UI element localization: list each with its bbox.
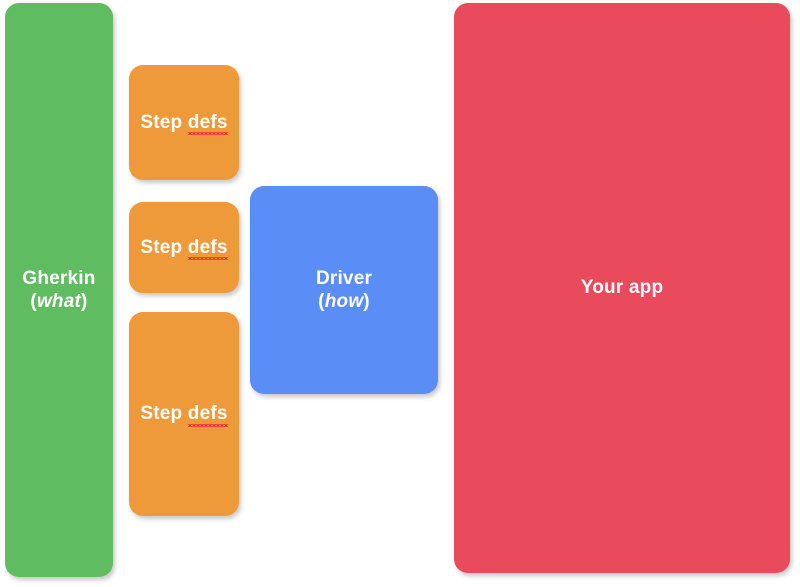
driver-title: Driver bbox=[315, 267, 373, 289]
driver-box[interactable]: Driver (how) bbox=[250, 186, 438, 394]
step-defs-prefix-1: Step bbox=[140, 111, 188, 133]
gherkin-box[interactable]: Gherkin (what) bbox=[5, 3, 113, 577]
driver-label: Driver (how) bbox=[310, 267, 378, 313]
gherkin-label: Gherkin (what) bbox=[16, 267, 101, 313]
step-defs-box-3[interactable]: Step defs bbox=[129, 312, 239, 516]
step-defs-misspelled-word-1: defs bbox=[187, 111, 228, 136]
step-defs-label-1: Step defs bbox=[134, 111, 233, 136]
gherkin-sublabel: (what) bbox=[22, 290, 95, 313]
gherkin-paren-close: ) bbox=[81, 291, 88, 312]
driver-sublabel: (how) bbox=[316, 290, 372, 313]
gherkin-title: Gherkin bbox=[22, 267, 96, 289]
step-defs-box-2[interactable]: Step defs bbox=[129, 202, 239, 293]
step-defs-prefix-3: Step bbox=[140, 403, 188, 425]
step-defs-label-3: Step defs bbox=[134, 402, 233, 427]
driver-paren-close: ) bbox=[363, 291, 370, 312]
driver-emphasis: how bbox=[324, 291, 364, 312]
gherkin-emphasis: what bbox=[36, 291, 82, 312]
driver-paren-open: ( bbox=[318, 291, 325, 312]
your-app-label: Your app bbox=[580, 277, 664, 299]
step-defs-box-1[interactable]: Step defs bbox=[129, 65, 239, 180]
step-defs-label-2: Step defs bbox=[134, 236, 233, 261]
step-defs-prefix-2: Step bbox=[140, 236, 188, 258]
gherkin-paren-open: ( bbox=[30, 291, 37, 312]
step-defs-misspelled-word-2: defs bbox=[187, 236, 228, 261]
step-defs-misspelled-word-3: defs bbox=[187, 403, 228, 427]
your-app-box[interactable]: Your app bbox=[454, 3, 790, 573]
